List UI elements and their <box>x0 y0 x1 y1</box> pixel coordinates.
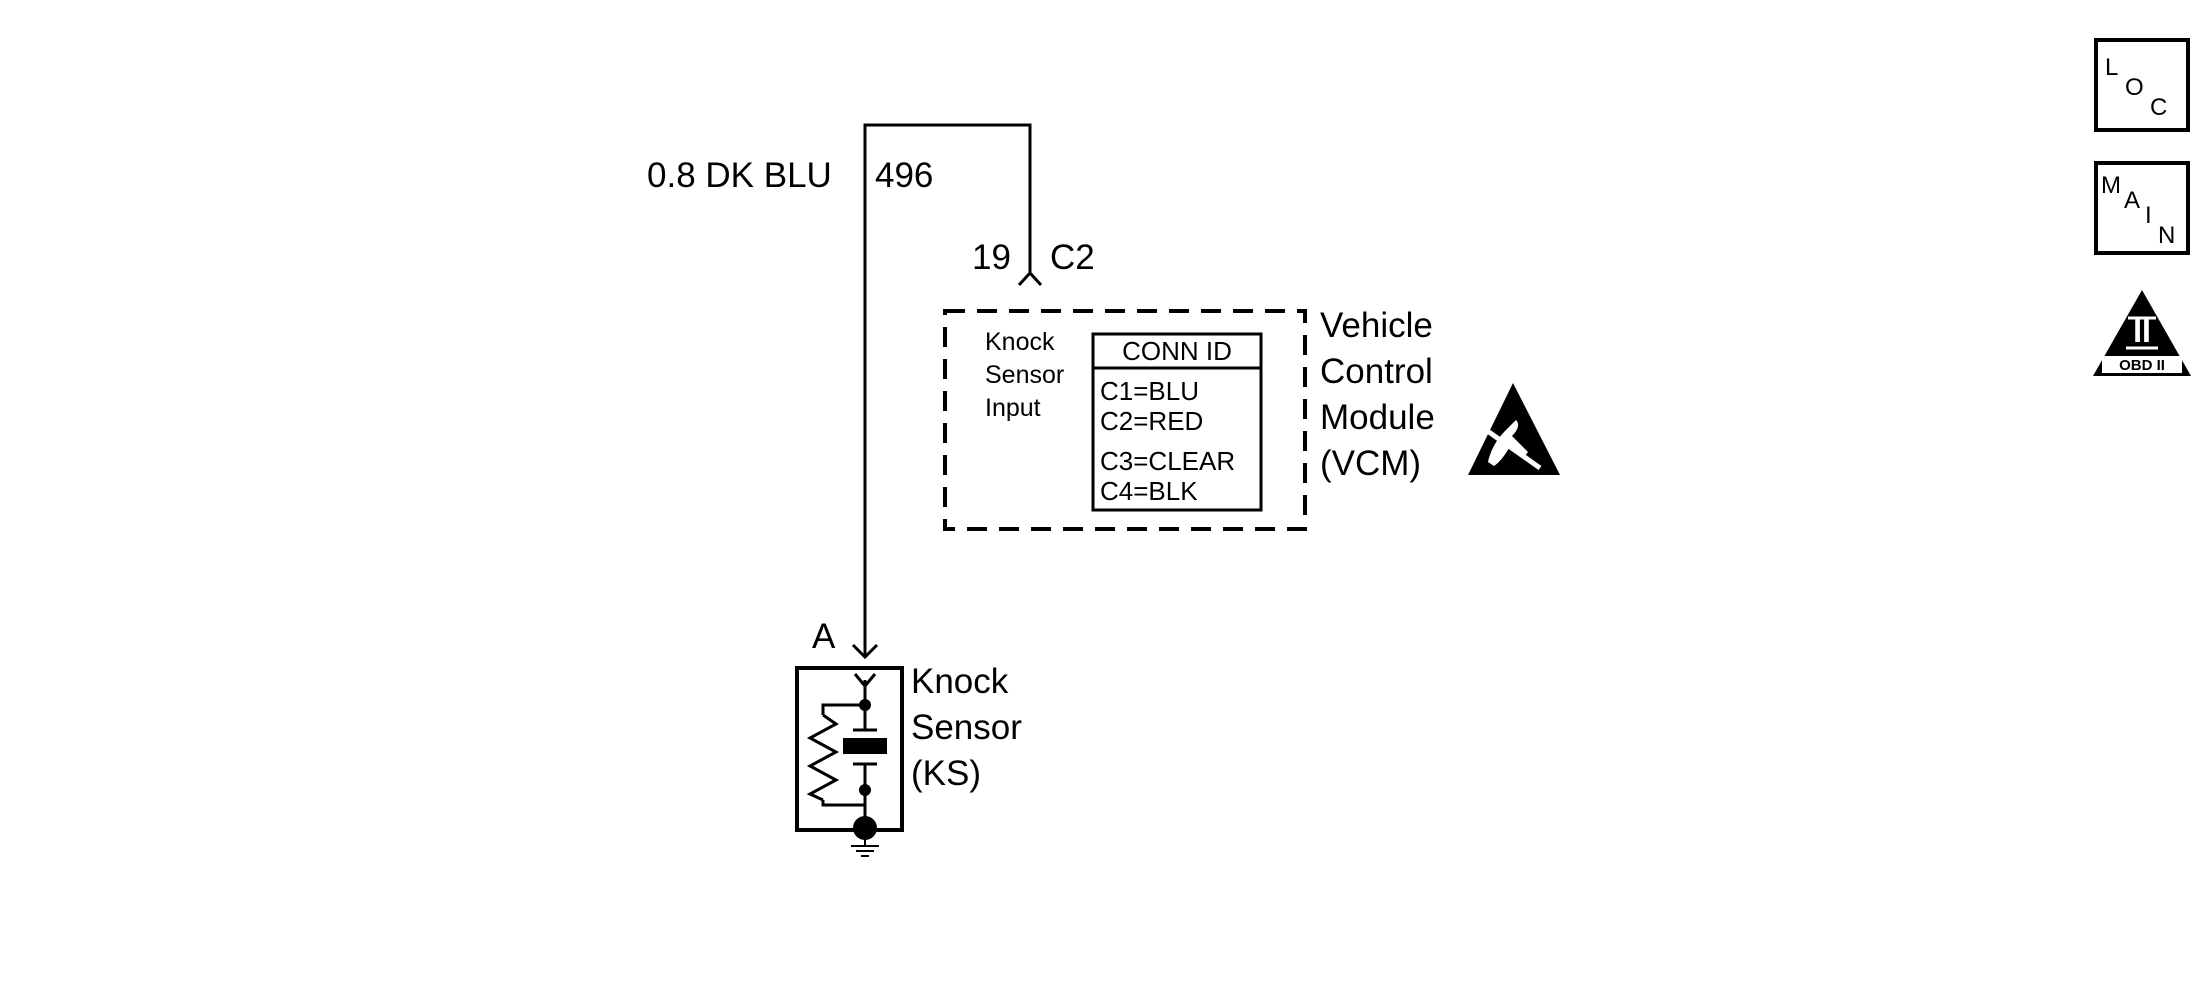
conn-id-row: C2=RED <box>1100 406 1203 436</box>
obd-ii-icon[interactable]: II OBD II <box>2093 290 2191 376</box>
vcm-name-line: Vehicle <box>1320 306 1433 345</box>
vcm-input-label-line: Knock <box>985 328 1055 356</box>
vcm-input-label-line: Input <box>985 394 1041 422</box>
esd-warning-icon <box>1468 383 1560 475</box>
main-letter: M <box>2101 172 2121 199</box>
vcm-input-label-line: Sensor <box>985 361 1064 389</box>
obd-numeral: II <box>2133 313 2151 349</box>
knock-sensor-name-line: Sensor <box>911 708 1022 747</box>
vcm-connector-chevron <box>1017 270 1043 287</box>
conn-id-header: CONN ID <box>1122 336 1232 366</box>
vcm-name-line: (VCM) <box>1320 444 1421 483</box>
sensor-terminal-arrow <box>851 643 879 660</box>
wire-gauge-color-label: 0.8 DK BLU <box>647 156 832 195</box>
sensor-terminal-label: A <box>812 617 836 656</box>
vcm-pin-number: 19 <box>972 238 1011 277</box>
vcm-boundary <box>943 309 1307 531</box>
main-nav-icon[interactable]: M A I N <box>2094 161 2190 255</box>
ground-icon <box>851 816 879 857</box>
loc-nav-icon[interactable]: L O C <box>2094 38 2190 132</box>
knock-sensor-name-line: (KS) <box>911 754 981 793</box>
loc-letter: L <box>2105 54 2118 81</box>
conn-id-row: C4=BLK <box>1100 476 1198 506</box>
knock-sensor-wire <box>863 123 1032 655</box>
conn-id-row: C3=CLEAR <box>1100 446 1235 476</box>
vcm-connector-id: C2 <box>1050 238 1095 277</box>
loc-letter: O <box>2125 74 2144 101</box>
conn-id-table: CONN ID C1=BLU C2=RED C3=CLEAR C4=BLK <box>1091 332 1263 512</box>
vcm-input-label: Knock Sensor Input <box>985 328 1064 422</box>
vcm-name-line: Module <box>1320 398 1435 437</box>
main-letter: A <box>2124 187 2140 214</box>
vcm-name: Vehicle Control Module (VCM) <box>1320 306 1435 483</box>
wire-circuit-number: 496 <box>875 156 933 195</box>
knock-sensor-name: Knock Sensor (KS) <box>911 662 1022 793</box>
conn-id-row: C1=BLU <box>1100 376 1199 406</box>
obd-label: OBD II <box>2119 357 2165 374</box>
knock-sensor-symbol <box>795 666 904 832</box>
knock-sensor-name-line: Knock <box>911 662 1009 701</box>
main-letter: N <box>2158 222 2175 249</box>
vcm-name-line: Control <box>1320 352 1433 391</box>
loc-letter: C <box>2150 94 2167 121</box>
main-letter: I <box>2145 202 2152 229</box>
